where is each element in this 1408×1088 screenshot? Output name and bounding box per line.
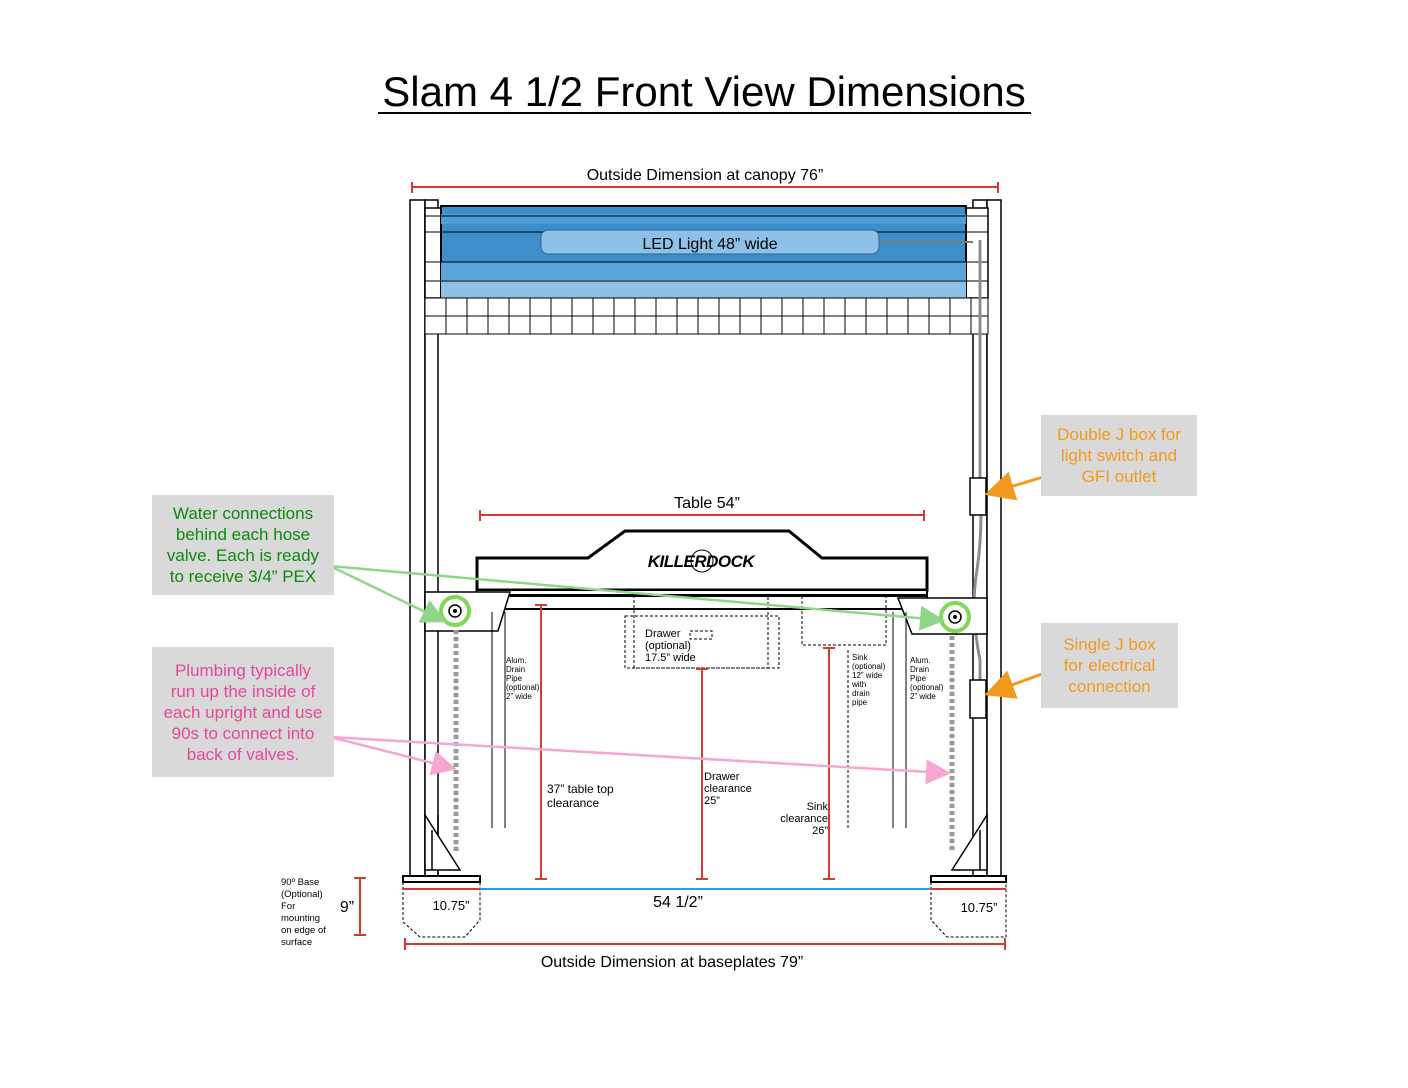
svg-text:Drawer: Drawer [704,771,740,783]
svg-text:drain: drain [852,689,870,698]
svg-text:Alum.: Alum. [910,656,930,665]
svg-text:2” wide: 2” wide [506,692,532,701]
baseplates-dimension-line [404,938,1006,950]
svg-text:on edge of: on edge of [281,925,326,936]
table [475,529,929,610]
drawer-clearance-line [696,668,708,880]
drawer-label: Drawer (optional) 17.5” wide [645,628,696,664]
svg-text:Sink: Sink [852,653,869,662]
canopy-dimension-label: Outside Dimension at canopy 76” [587,167,824,184]
svg-text:(optional): (optional) [645,640,691,652]
svg-text:Pipe: Pipe [506,674,523,683]
svg-text:mounting: mounting [281,913,320,924]
base-height-label: 9” [340,899,354,916]
grid-panel [424,297,989,335]
sink-outline [801,596,887,646]
svg-text:with: with [851,680,866,689]
left-hose-valve [439,595,471,627]
svg-text:26”: 26” [812,825,828,837]
svg-text:clearance: clearance [704,783,752,795]
svg-text:For: For [281,901,295,912]
water-callout-arrows [329,564,945,631]
drain-right-label: Alum. Drain Pipe (optional) 2” wide [910,656,944,701]
right-baseplate [930,875,1007,938]
brand-logo: KILLERDOCK [648,552,757,571]
drain-left-label: Alum. Drain Pipe (optional) 2” wide [506,656,540,701]
table-clearance-label: 37” table top clearance [547,782,614,810]
svg-text:12” wide: 12” wide [852,671,883,680]
brand-logo-mark [690,549,714,573]
svg-text:(optional): (optional) [852,662,886,671]
double-jbox-callout: Double J box for light switch and GFI ou… [1041,415,1197,496]
left-upright [409,199,439,877]
svg-text:Pipe: Pipe [910,674,927,683]
sink-label: Sink (optional) 12” wide with drain pipe [851,653,886,707]
page-title: Slam 4 1/2 Front View Dimensions [382,68,1026,115]
svg-text:37” table top: 37” table top [547,782,614,796]
plumbing-callout-arrows [329,735,951,785]
inner-span-label: 54 1/2” [653,894,703,911]
right-hose-valve [939,601,971,633]
left-base-support [424,812,462,871]
svg-text:2” wide: 2” wide [910,692,936,701]
double-jbox [969,477,987,516]
led-light-fixture [424,205,989,299]
single-jbox [969,679,987,719]
table-dimension-line [479,510,925,521]
plumbing-callout: Plumbing typically run up the inside of … [152,647,334,777]
svg-text:Drain: Drain [506,665,525,674]
base-note-label: 90º Base (Optional) For mounting on edge… [281,877,326,948]
svg-text:25”: 25” [704,795,720,807]
sink-clearance-label: Sink clearance 26” [780,801,828,837]
right-drain-pipe [892,612,907,828]
svg-text:(Optional): (Optional) [281,889,323,900]
table-dimension-label: Table 54” [674,495,740,512]
svg-text:Alum.: Alum. [506,656,526,665]
svg-text:(optional): (optional) [910,683,944,692]
canopy-dimension-line [411,182,999,193]
svg-text:Drain: Drain [910,665,929,674]
svg-text:pipe: pipe [852,698,868,707]
led-light-label: LED Light 48” wide [642,236,777,253]
right-base-support [950,812,988,871]
svg-text:clearance: clearance [780,813,828,825]
water-connections-callout: Water connections behind each hose valve… [152,495,334,595]
single-jbox-callout: Single J box for electrical connection [1041,623,1178,708]
base-right-label: 10.75” [961,900,998,915]
base-height-line [354,877,366,936]
left-drain-pipe [491,612,506,828]
svg-text:clearance: clearance [547,796,599,810]
svg-text:(optional): (optional) [506,683,540,692]
svg-text:90º Base: 90º Base [281,877,319,888]
svg-text:Drawer: Drawer [645,628,681,640]
svg-text:surface: surface [281,937,312,948]
base-left-label: 10.75” [433,898,470,913]
sink-clearance-line [823,647,835,880]
drawer-clearance-label: Drawer clearance 25” [704,771,752,807]
svg-text:17.5” wide: 17.5” wide [645,652,696,664]
left-baseplate [402,875,481,938]
svg-text:Sink: Sink [807,801,829,813]
baseplates-dimension-label: Outside Dimension at baseplates 79” [541,954,803,971]
table-clearance-line [535,604,547,880]
